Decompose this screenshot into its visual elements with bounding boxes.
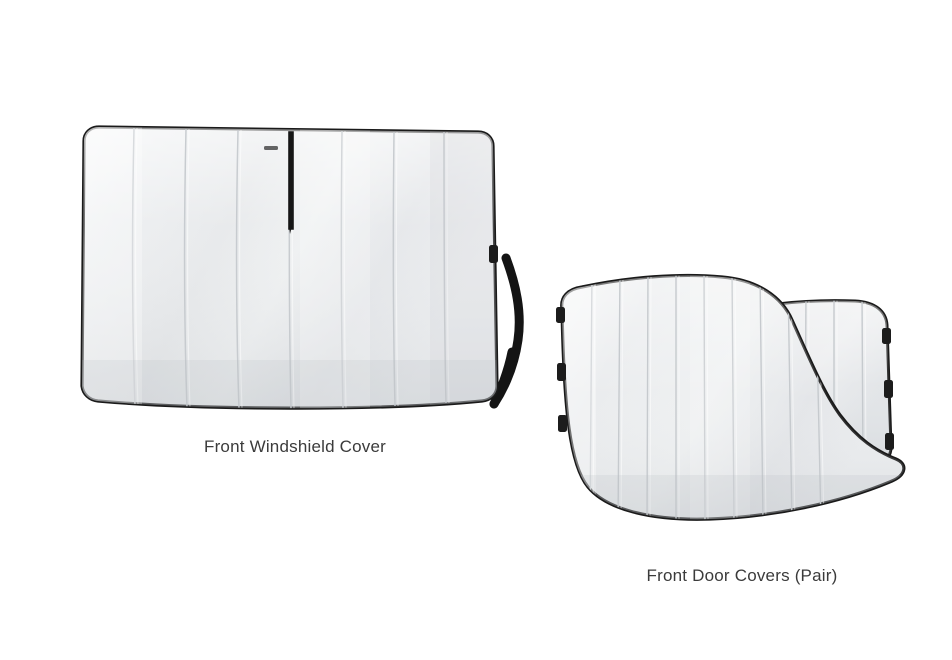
windshield-shading (82, 127, 497, 409)
door-covers-graphic (556, 273, 906, 521)
door-cover-right-tab-top (882, 328, 891, 344)
front-windshield-cover-caption: Front Windshield Cover (203, 437, 387, 456)
windshield-panel (80, 125, 499, 410)
door-cover-left-tab-top (556, 307, 565, 323)
door-cover-left-tab-mid (557, 363, 566, 381)
windshield-cover-graphic (80, 125, 524, 410)
front-windshield-cover: Front Windshield Cover (0, 0, 560, 456)
front-door-covers-pair: Front Door Covers (Pair) (510, 225, 952, 585)
door-cover-left-seam-highlights (592, 275, 825, 520)
door-cover-right-tab-bottom (885, 433, 894, 450)
windshield-top-tab (264, 146, 278, 150)
windshield-edge-tab (489, 245, 498, 263)
front-door-covers-caption: Front Door Covers (Pair) (646, 566, 838, 585)
windshield-elastic-strap (489, 253, 524, 409)
door-cover-left-tab-bottom (558, 415, 567, 432)
door-cover-left (556, 273, 906, 521)
door-cover-right-tab-mid (884, 380, 893, 398)
windshield-mirror-notch (288, 131, 294, 234)
windshield-quilt-highlights (135, 127, 450, 409)
